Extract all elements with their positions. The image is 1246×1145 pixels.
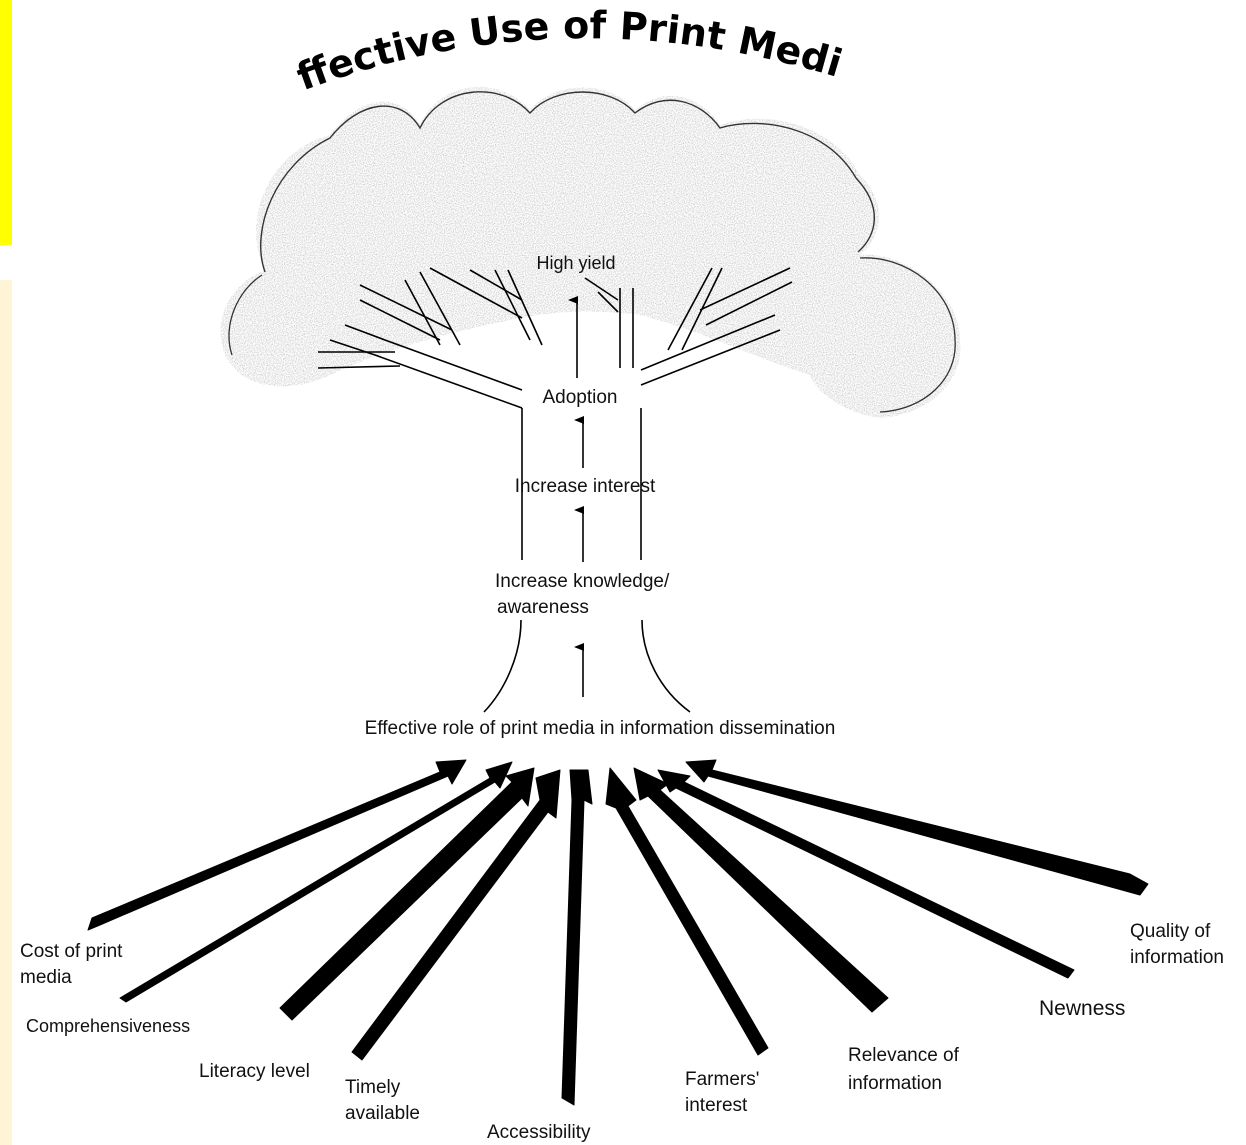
factor-relevance-line2: information (848, 1073, 942, 1094)
arrow-comprehensiveness (119, 761, 513, 1003)
arrow-literacy (279, 767, 535, 1021)
factor-timely-line2: available (345, 1103, 420, 1124)
factor-timely-line1: Timely (345, 1077, 401, 1098)
arrow-accessibility (561, 769, 593, 1106)
factor-cost-line1: Cost of print (20, 941, 123, 962)
side-bar-cream (0, 280, 12, 1145)
stage-high-yield: High yield (536, 253, 615, 273)
stage-awareness: awareness (497, 597, 589, 618)
tree-canopy (220, 87, 961, 418)
factor-accessibility: Accessibility (487, 1122, 591, 1143)
factor-cost-line2: media (20, 967, 72, 988)
factor-quality-line1: Quality of (1130, 921, 1211, 942)
stage-increase-knowledge: Increase knowledge/ (495, 571, 670, 592)
arrow-relevance (633, 767, 889, 1013)
factor-relevance-line1: Relevance of (848, 1045, 960, 1066)
side-bar-yellow (0, 0, 12, 245)
diagram-title: Effective Use of Print Media (0, 0, 847, 99)
factor-newness: Newness (1039, 997, 1125, 1020)
arrow-cost (87, 759, 467, 931)
factor-farmers-line1: Farmers' (685, 1069, 759, 1090)
factor-quality-line2: information (1130, 947, 1224, 968)
stage-adoption: Adoption (542, 387, 617, 408)
stage-increase-interest: Increase interest (515, 476, 656, 497)
arrow-quality (685, 759, 1149, 896)
arrow-newness (657, 769, 1075, 979)
stage-arrows (568, 296, 584, 697)
arrow-farmers (605, 767, 769, 1056)
factor-literacy: Literacy level (199, 1061, 310, 1082)
stage-effective-role: Effective role of print media in informa… (365, 718, 836, 739)
factor-arrows (87, 759, 1149, 1106)
factor-farmers-line2: interest (685, 1095, 748, 1116)
factor-comprehensiveness: Comprehensiveness (26, 1016, 190, 1036)
tree-trunk (317, 267, 793, 713)
arrow-timely (351, 769, 561, 1061)
